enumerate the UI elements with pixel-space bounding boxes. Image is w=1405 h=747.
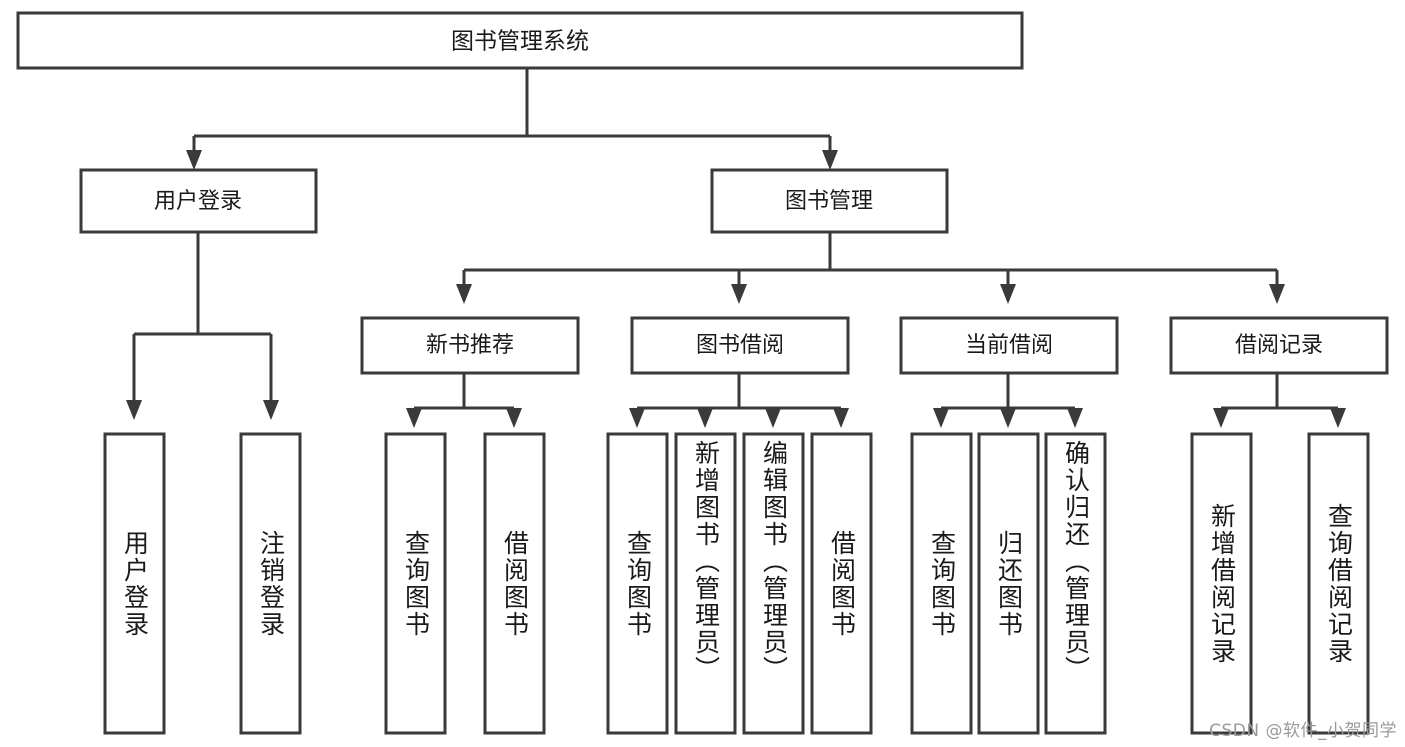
leaf-box-user-logout[interactable] [239, 432, 302, 735]
leaf-box-query-book-1[interactable] [384, 432, 447, 735]
leaf-box-user-login[interactable] [103, 432, 166, 735]
node-current-borrow-label: 当前借阅 [965, 333, 1053, 358]
connector-borrowrecord-to-leaves [1213, 373, 1346, 428]
node-borrow-record-label: 借阅记录 [1235, 333, 1323, 358]
node-book-borrow[interactable]: 图书借阅 [630, 316, 850, 375]
leaf-box-query-record[interactable] [1307, 432, 1370, 735]
leaf-box-borrow-book-2[interactable] [810, 432, 873, 735]
node-root[interactable]: 图书管理系统 [16, 11, 1024, 70]
leaf-box-edit-book[interactable] [742, 432, 805, 735]
leaf-box-query-book-2[interactable] [606, 432, 669, 735]
csdn-watermark: CSDN @软件_小贺同学 [1209, 721, 1397, 741]
connector-bookmanage-to-level3 [456, 232, 1285, 304]
node-book-borrow-label: 图书借阅 [696, 333, 784, 358]
node-book-manage[interactable]: 图书管理 [710, 168, 949, 234]
leaf-box-query-book-3[interactable] [910, 432, 973, 735]
node-borrow-record[interactable]: 借阅记录 [1169, 316, 1389, 375]
leaf-box-borrow-book-1[interactable] [483, 432, 546, 735]
node-user-login[interactable]: 用户登录 [79, 168, 318, 234]
connector-root-to-level2 [186, 68, 838, 170]
node-new-book-recommend[interactable]: 新书推荐 [360, 316, 580, 375]
leaf-box-confirm-return[interactable] [1044, 432, 1107, 735]
connector-userlogin-to-leaves [126, 232, 279, 420]
node-new-book-recommend-label: 新书推荐 [426, 333, 514, 358]
leaf-box-add-record[interactable] [1190, 432, 1253, 735]
node-user-login-label: 用户登录 [154, 189, 242, 214]
connector-currentborrow-to-leaves [933, 373, 1083, 428]
leaf-box-add-book[interactable] [674, 432, 737, 735]
connector-newbook-to-leaves [406, 373, 522, 428]
leaf-box-return-book[interactable] [977, 432, 1040, 735]
node-current-borrow[interactable]: 当前借阅 [899, 316, 1119, 375]
node-book-manage-label: 图书管理 [785, 189, 873, 214]
node-root-label: 图书管理系统 [451, 29, 589, 55]
connector-bookborrow-to-leaves [629, 373, 849, 428]
